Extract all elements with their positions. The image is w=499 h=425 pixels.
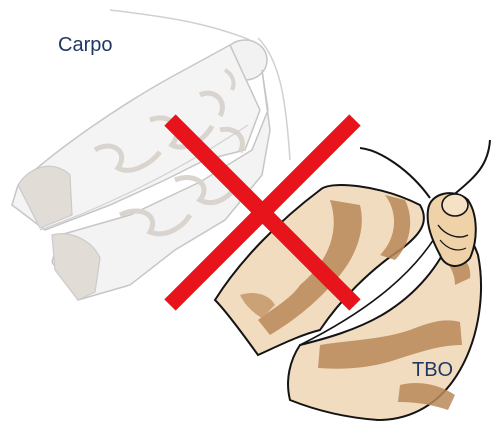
carpo-label: Carpo bbox=[58, 35, 112, 55]
tbo-label: TBO bbox=[412, 360, 453, 380]
